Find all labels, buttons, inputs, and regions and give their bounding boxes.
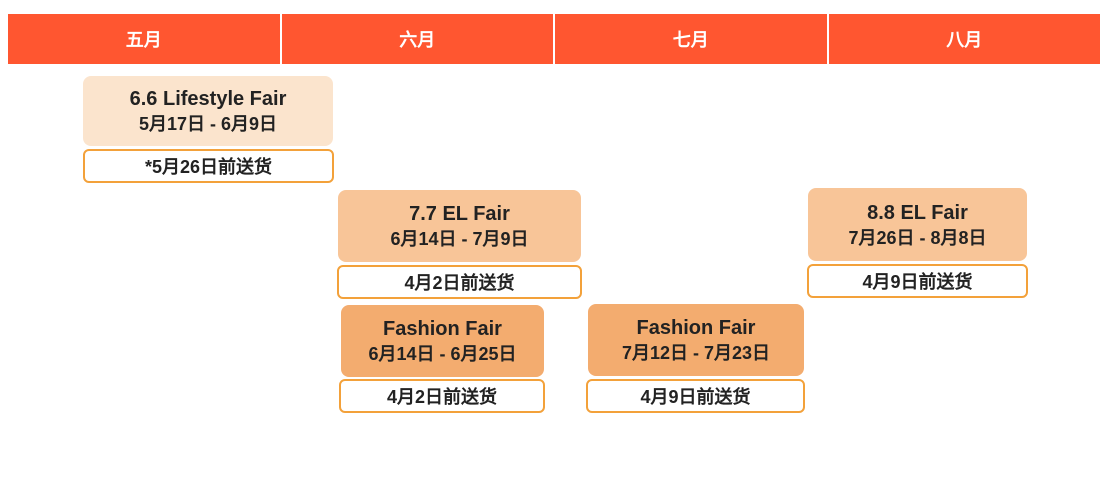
event-deadline-77-el-fair: 4月2日前送货: [337, 265, 582, 299]
event-title: 6.6 Lifestyle Fair: [129, 88, 287, 110]
event-deadline-fashion-fair-june: 4月2日前送货: [339, 379, 545, 413]
event-card-fashion-fair-july[interactable]: Fashion Fair 7月12日 - 7月23日: [588, 304, 804, 376]
event-deadline-lifestyle-fair: *5月26日前送货: [83, 149, 334, 183]
month-june: 六月: [282, 14, 555, 64]
event-title: Fashion Fair: [383, 318, 502, 340]
month-may: 五月: [8, 14, 282, 64]
month-august: 八月: [946, 30, 983, 50]
event-dates: 7月26日 - 8月8日: [848, 227, 987, 248]
event-title: 7.7 EL Fair: [409, 203, 510, 225]
event-card-77-el-fair[interactable]: 7.7 EL Fair 6月14日 - 7月9日: [338, 190, 581, 262]
event-card-lifestyle-fair[interactable]: 6.6 Lifestyle Fair 5月17日 - 6月9日: [83, 76, 333, 146]
event-card-fashion-fair-june[interactable]: Fashion Fair 6月14日 - 6月25日: [341, 305, 544, 377]
event-card-88-el-fair[interactable]: 8.8 EL Fair 7月26日 - 8月8日: [808, 188, 1027, 261]
event-title: Fashion Fair: [636, 317, 756, 339]
event-dates: 7月12日 - 7月23日: [621, 343, 771, 363]
event-dates: 6月14日 - 6月25日: [368, 344, 517, 364]
month-header-bar: 五月 六月 七月 八月: [8, 14, 1100, 64]
event-dates: 5月17日 - 6月9日: [138, 114, 278, 134]
event-deadline-fashion-fair-july: 4月9日前送货: [586, 379, 805, 413]
event-dates: 6月14日 - 7月9日: [390, 229, 529, 249]
event-deadline-88-el-fair: 4月9日前送货: [807, 264, 1028, 298]
month-july: 七月: [555, 14, 829, 64]
event-title: 8.8 EL Fair: [867, 201, 968, 224]
